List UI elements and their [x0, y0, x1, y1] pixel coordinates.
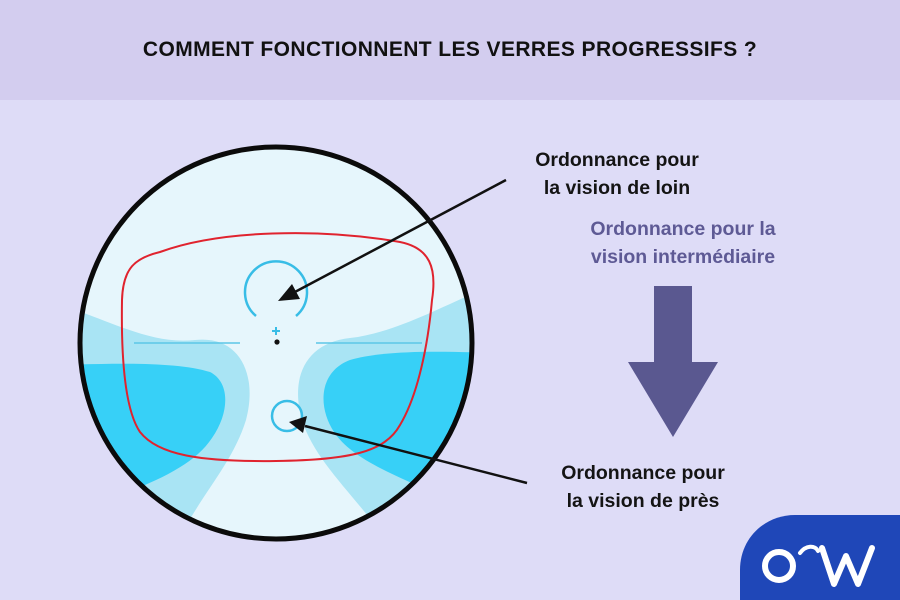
prism-reference-dot	[274, 339, 280, 345]
near-vision-label-line1: Ordonnance pour	[561, 462, 725, 484]
logo-tilde	[798, 544, 820, 555]
far-vision-label-line2: la vision de loin	[543, 177, 691, 199]
intermediate-arrow	[628, 286, 718, 437]
logo-letter-o	[762, 549, 796, 583]
near-vision-label-line2: la vision de près	[566, 490, 720, 512]
far-pointer-line	[292, 178, 507, 295]
logo-letter-w	[819, 545, 875, 587]
far-vision-label: Ordonnance pour la vision de loin	[482, 146, 752, 202]
lens-outline	[77, 144, 475, 542]
intermediate-vision-label-line2: vision intermédiaire	[590, 246, 776, 268]
ocw-logo	[740, 515, 900, 600]
intermediate-vision-label: Ordonnance pour la vision intermédiaire	[548, 215, 818, 271]
page-title: COMMENT FONCTIONNENT LES VERRES PROGRESS…	[142, 38, 758, 61]
near-vision-label: Ordonnance pour la vision de près	[508, 459, 778, 515]
near-pointer-head	[289, 416, 307, 433]
near-vision-marker	[270, 399, 304, 433]
far-vision-marker	[243, 260, 309, 317]
far-pointer-head	[278, 284, 300, 301]
lens-diagram	[77, 144, 718, 542]
near-pointer-line	[304, 424, 528, 485]
far-vision-label-line1: Ordonnance pour	[535, 149, 699, 171]
header-banner: COMMENT FONCTIONNENT LES VERRES PROGRESS…	[0, 0, 900, 100]
logo-badge	[740, 515, 900, 600]
intermediate-vision-label-line1: Ordonnance pour la	[590, 218, 776, 240]
